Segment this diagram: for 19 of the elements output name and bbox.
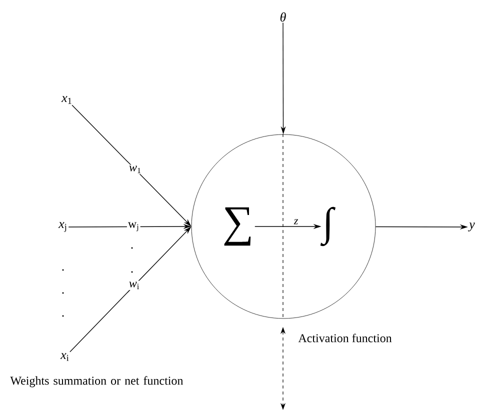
- variable-label: θ: [280, 12, 286, 22]
- input-label: x$_{i}$: [60, 353, 69, 361]
- variable-label: y: [468, 222, 475, 232]
- ellipsis-dot: .: [62, 269, 64, 271]
- ellipsis-dot: .: [131, 247, 133, 249]
- integral-symbol: ∫: [320, 206, 336, 246]
- edge-label: z: [294, 219, 298, 224]
- ellipsis-dot: .: [62, 292, 64, 294]
- circle-node: [191, 134, 376, 319]
- input-label: x$_{1}$: [61, 96, 72, 104]
- sum-symbol: ∑: [224, 207, 251, 246]
- ellipsis-dot: .: [131, 271, 133, 273]
- edge-label: w$_{i}$: [129, 282, 139, 290]
- ellipsis-dot: .: [62, 315, 64, 317]
- edge-label: w$_{j}$: [128, 222, 138, 232]
- annotation: Activation function: [298, 334, 392, 342]
- annotation: Weights summation or net function: [10, 376, 184, 388]
- input-label: x$_{j}$: [58, 222, 66, 232]
- edge-label: w$_{1}$: [129, 166, 141, 174]
